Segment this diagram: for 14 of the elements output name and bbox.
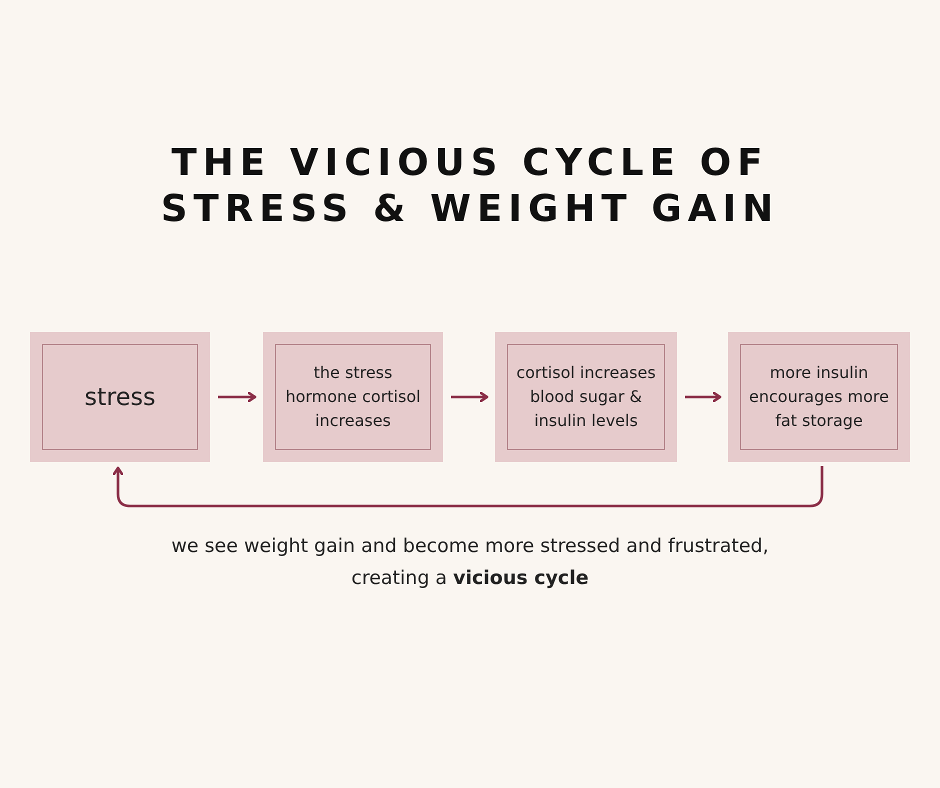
arrow (218, 392, 256, 402)
process-box (728, 332, 910, 462)
box-text: the stress hormone cortisol increases (284, 362, 422, 432)
caption: we see weight gain and become more stressed and frustrated, creating a vicious cycle (170, 534, 770, 591)
process-box (495, 332, 677, 462)
box-text: cortisol increases blood sugar & insulin levels (515, 362, 657, 432)
process-box (30, 332, 210, 462)
box-text: stress (84, 385, 156, 409)
box-text: more insulin encourages more fat storage (748, 362, 890, 432)
arrow (451, 392, 488, 402)
arrow (685, 392, 722, 402)
process-box (263, 332, 443, 462)
title: THE VICIOUS CYCLE OF STRESS & WEIGHT GAIN (160, 140, 780, 232)
arrow (112, 466, 824, 508)
